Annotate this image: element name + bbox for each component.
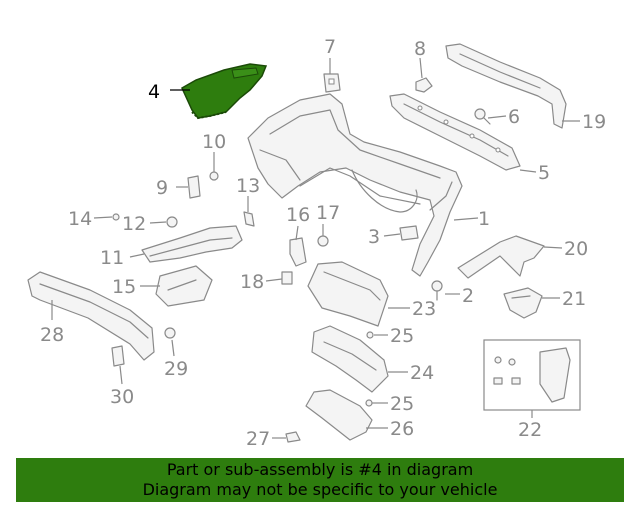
part-17-screw[interactable] [317,235,329,247]
footer-line-1: Part or sub-assembly is #4 in diagram [166,460,474,479]
callout-27[interactable]: 27 [246,428,270,450]
callout-23[interactable]: 23 [412,298,436,320]
callout-2[interactable]: 2 [462,285,474,307]
part-7-bracket[interactable] [323,73,341,93]
callout-15[interactable]: 15 [112,276,136,298]
part-14-clip[interactable] [112,213,120,221]
part-25-screw-lower[interactable] [365,399,373,407]
part-11-side-bracket[interactable] [141,225,243,263]
part-25-screw-upper[interactable] [366,331,374,339]
part-15-panel[interactable] [155,265,213,307]
callout-14[interactable]: 14 [68,208,92,230]
part-2-pin[interactable] [431,280,443,301]
callout-5[interactable]: 5 [538,162,550,184]
callout-17[interactable]: 17 [316,202,340,224]
callout-25-lower[interactable]: 25 [390,393,414,415]
part-18-clip[interactable] [281,271,293,285]
callout-22[interactable]: 22 [518,419,542,441]
callout-12[interactable]: 12 [122,213,146,235]
callout-11[interactable]: 11 [100,247,124,269]
callout-28[interactable]: 28 [40,324,64,346]
part-27-clip[interactable] [285,431,301,443]
part-22-mudflap-kit[interactable] [483,339,581,411]
part-30-bracket[interactable] [111,345,125,367]
callout-25-upper[interactable]: 25 [390,325,414,347]
part-24-lower-panel[interactable] [311,325,389,393]
footer-banner: Part or sub-assembly is #4 in diagram Di… [16,458,624,502]
part-1-bumper-cover[interactable] [247,93,463,277]
part-16-bracket[interactable] [289,237,307,267]
callout-24[interactable]: 24 [410,362,434,384]
callout-numbers: 4 1 2 3 5 6 7 8 9 10 11 12 13 14 15 16 1… [40,36,606,450]
callout-21[interactable]: 21 [562,288,586,310]
part-10-screw[interactable] [209,171,219,181]
callout-8[interactable]: 8 [414,38,426,60]
callout-13[interactable]: 13 [236,175,260,197]
part-21-guard[interactable] [503,287,543,319]
callout-26[interactable]: 26 [390,418,414,440]
part-9-bracket[interactable] [187,175,201,199]
callout-7[interactable]: 7 [324,36,336,58]
callout-4[interactable]: 4 [148,81,160,103]
part-13-clip[interactable] [243,211,255,227]
callout-9[interactable]: 9 [156,177,168,199]
part-8-clip[interactable] [415,77,433,93]
part-23-lower-panel[interactable] [307,261,389,327]
part-3-bracket[interactable] [399,225,419,241]
callout-19[interactable]: 19 [582,111,606,133]
callout-18[interactable]: 18 [240,271,264,293]
part-5-reinforcement[interactable] [389,93,521,171]
leader-lines [51,57,580,439]
part-4-highlighted[interactable] [181,63,268,120]
callout-30[interactable]: 30 [110,386,134,408]
part-20-bracket[interactable] [457,235,545,279]
callout-1[interactable]: 1 [478,208,490,230]
part-29-screw[interactable] [164,327,176,339]
part-19-upper-trim[interactable] [445,43,567,129]
callout-20[interactable]: 20 [564,238,588,260]
part-6-screw[interactable] [474,108,491,125]
part-28-impact-beam[interactable] [27,271,155,361]
callout-3[interactable]: 3 [368,226,380,248]
callout-6[interactable]: 6 [508,106,520,128]
footer-line-2: Diagram may not be specific to your vehi… [142,480,498,499]
callout-29[interactable]: 29 [164,358,188,380]
part-12-screw[interactable] [166,216,178,228]
callout-16[interactable]: 16 [286,204,310,226]
part-26-underbody-shield[interactable] [305,389,373,441]
callout-10[interactable]: 10 [202,131,226,153]
